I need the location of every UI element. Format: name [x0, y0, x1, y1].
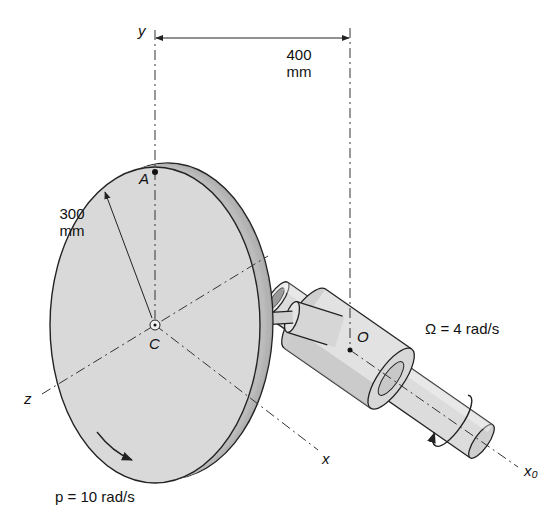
hub-end	[360, 342, 422, 416]
dimension-line	[156, 38, 349, 39]
z-axis	[42, 256, 268, 394]
axis-label: y	[138, 22, 146, 39]
boss-edge	[287, 332, 327, 345]
x0-axis	[350, 350, 518, 467]
center-dot	[154, 324, 157, 327]
angular-velocity-label: Ω = 4 rad/s	[425, 320, 499, 337]
angular-velocity-label: p = 10 rad/s	[55, 488, 135, 505]
point-a	[152, 169, 158, 175]
rotation-arc	[429, 391, 478, 451]
boss-edge	[297, 302, 343, 316]
point-o	[348, 348, 353, 353]
spin-arrow	[97, 432, 132, 460]
x-axis	[155, 325, 318, 450]
point-label: C	[149, 335, 160, 352]
point-label: A	[139, 170, 149, 187]
precession-arrow	[429, 391, 478, 451]
radius-leader	[105, 192, 152, 318]
vertical-reference-line	[350, 28, 351, 350]
disk	[50, 163, 273, 483]
point-label: O	[357, 328, 369, 345]
axis-label: x	[322, 450, 330, 467]
hub	[274, 282, 423, 416]
axis-label: z	[24, 390, 32, 407]
dimension-label: 300 mm	[52, 205, 92, 239]
axis-label: x₀	[524, 462, 538, 479]
dimension-label: 400 mm	[280, 46, 318, 80]
center-c	[150, 320, 160, 330]
